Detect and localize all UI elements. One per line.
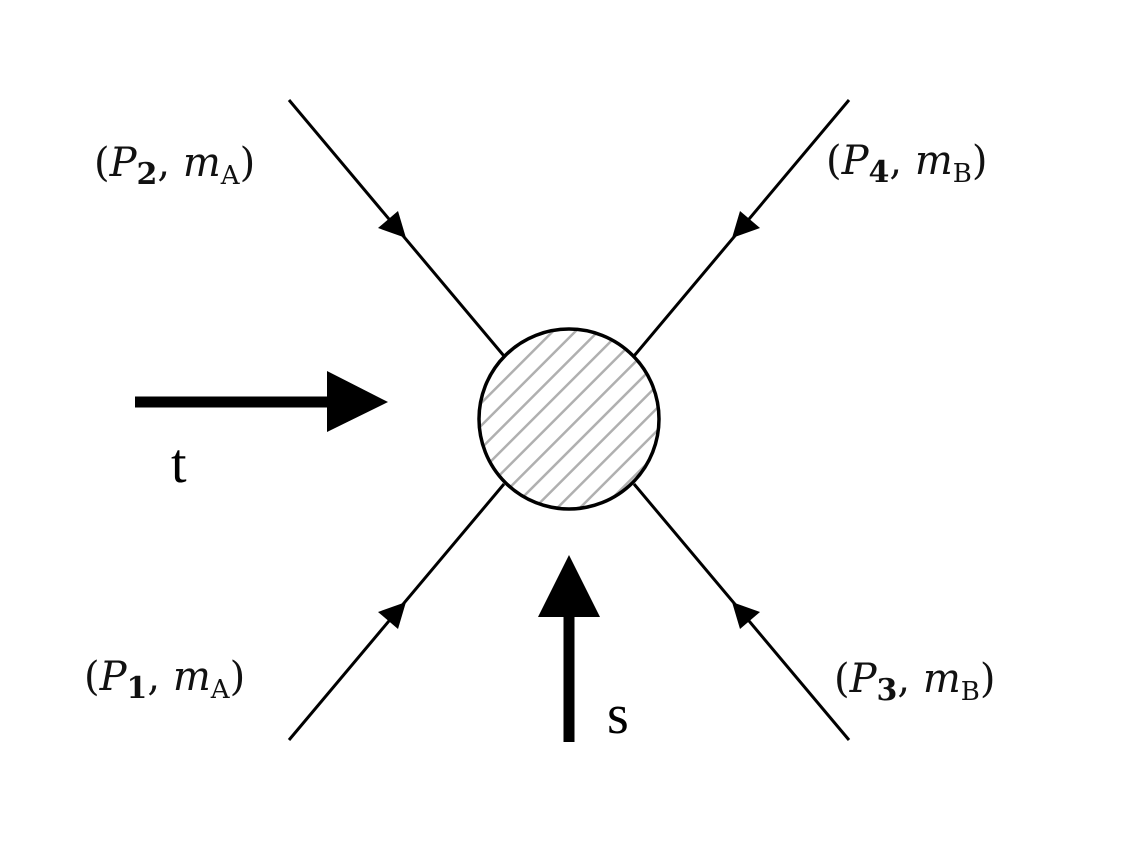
- leg-label-p4: (P4, mB): [826, 138, 988, 190]
- leg-arrowhead-p1: [378, 602, 406, 629]
- leg-arrowhead-p2: [378, 211, 406, 238]
- leg-arrowhead-p3: [732, 602, 760, 629]
- interaction-blob: [477, 327, 661, 511]
- s-channel-arrow: [538, 555, 600, 742]
- leg-label-p1: (P1, mA): [84, 654, 245, 706]
- t-channel-arrow: [135, 371, 388, 432]
- t-channel-label: t: [171, 433, 187, 495]
- leg-label-p3: (P3, mB): [834, 656, 996, 708]
- leg-label-p2: (P2, mA): [94, 140, 255, 192]
- s-channel-label: s: [607, 684, 629, 746]
- leg-arrowhead-p4: [732, 211, 760, 238]
